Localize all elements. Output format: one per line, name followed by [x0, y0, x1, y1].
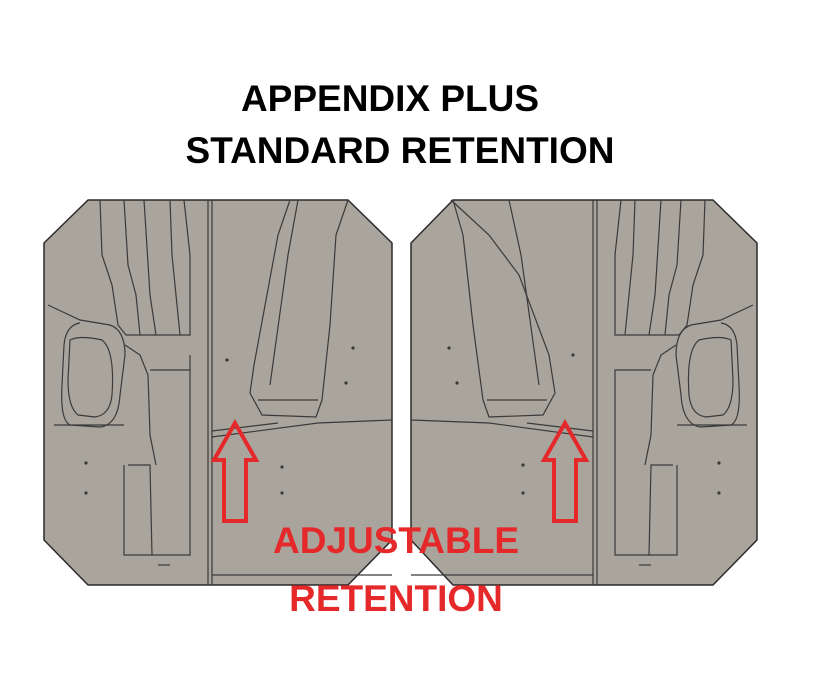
up-arrow-icon	[540, 418, 590, 523]
title-line-1: APPENDIX PLUS	[240, 78, 540, 119]
up-arrow-icon	[210, 418, 260, 523]
left-holster-panel	[43, 199, 393, 586]
callout-line-1: ADJUSTABLE	[273, 520, 519, 561]
right-holster-panel	[410, 199, 758, 586]
callout-line-2: RETENTION	[289, 578, 503, 619]
title-line-2: STANDARD RETENTION	[185, 130, 615, 171]
